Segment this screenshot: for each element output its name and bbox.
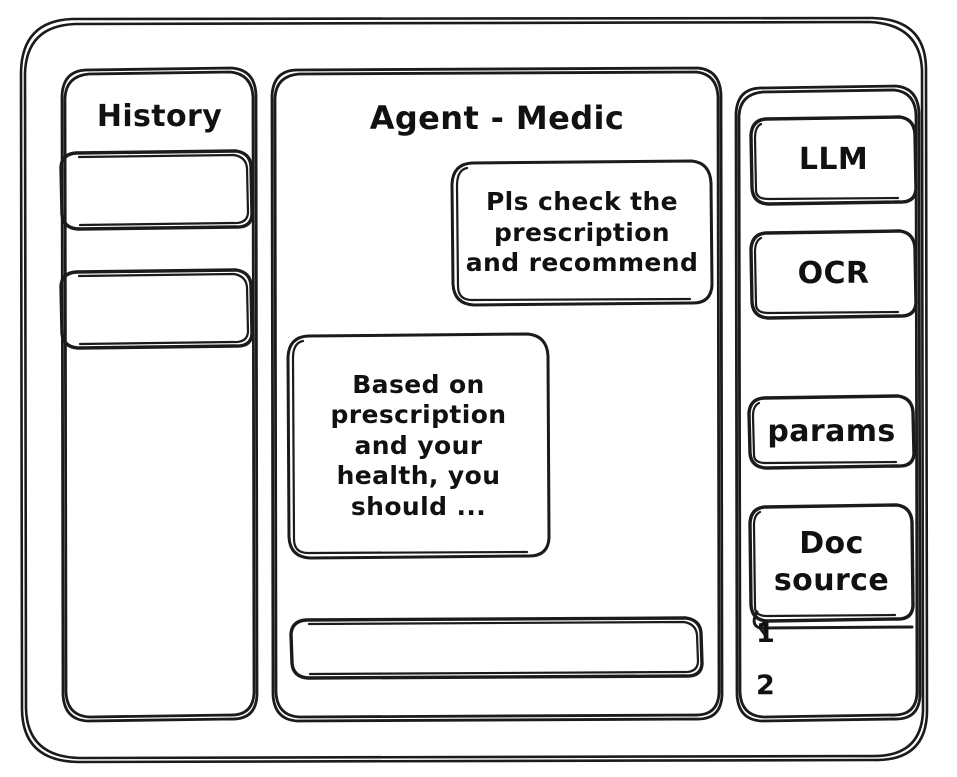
doc-source-item-1-label: 1 xyxy=(756,617,776,649)
tool-card-ocr[interactable]: OCR xyxy=(751,231,916,318)
doc-source-item-1[interactable]: 1 xyxy=(750,613,806,655)
tool-card-doc-source-label: Doc source xyxy=(773,526,890,598)
tool-card-params[interactable]: params xyxy=(749,396,914,468)
doc-source-item-2-label: 2 xyxy=(756,669,776,701)
history-panel-title: History xyxy=(96,98,223,134)
doc-source-item-2[interactable]: 2 xyxy=(750,665,806,707)
chat-message-user[interactable]: Pls check the prescription and recommend xyxy=(452,161,712,305)
chat-message-assistant-text: Based on prescription and your health, y… xyxy=(330,369,507,521)
history-item-2[interactable] xyxy=(61,270,252,348)
tool-card-llm[interactable]: LLM xyxy=(751,117,916,204)
chat-title: Agent - Medic xyxy=(369,99,625,138)
tool-card-doc-source[interactable]: Doc source xyxy=(750,505,913,621)
history-item-1[interactable] xyxy=(61,151,252,229)
tool-card-ocr-label: OCR xyxy=(797,256,870,292)
chat-message-user-text: Pls check the prescription and recommend xyxy=(465,187,699,278)
tool-card-llm-label: LLM xyxy=(798,142,869,178)
tool-card-params-label: params xyxy=(767,413,896,449)
chat-composer-input[interactable] xyxy=(291,618,702,678)
chat-message-assistant[interactable]: Based on prescription and your health, y… xyxy=(288,334,549,558)
